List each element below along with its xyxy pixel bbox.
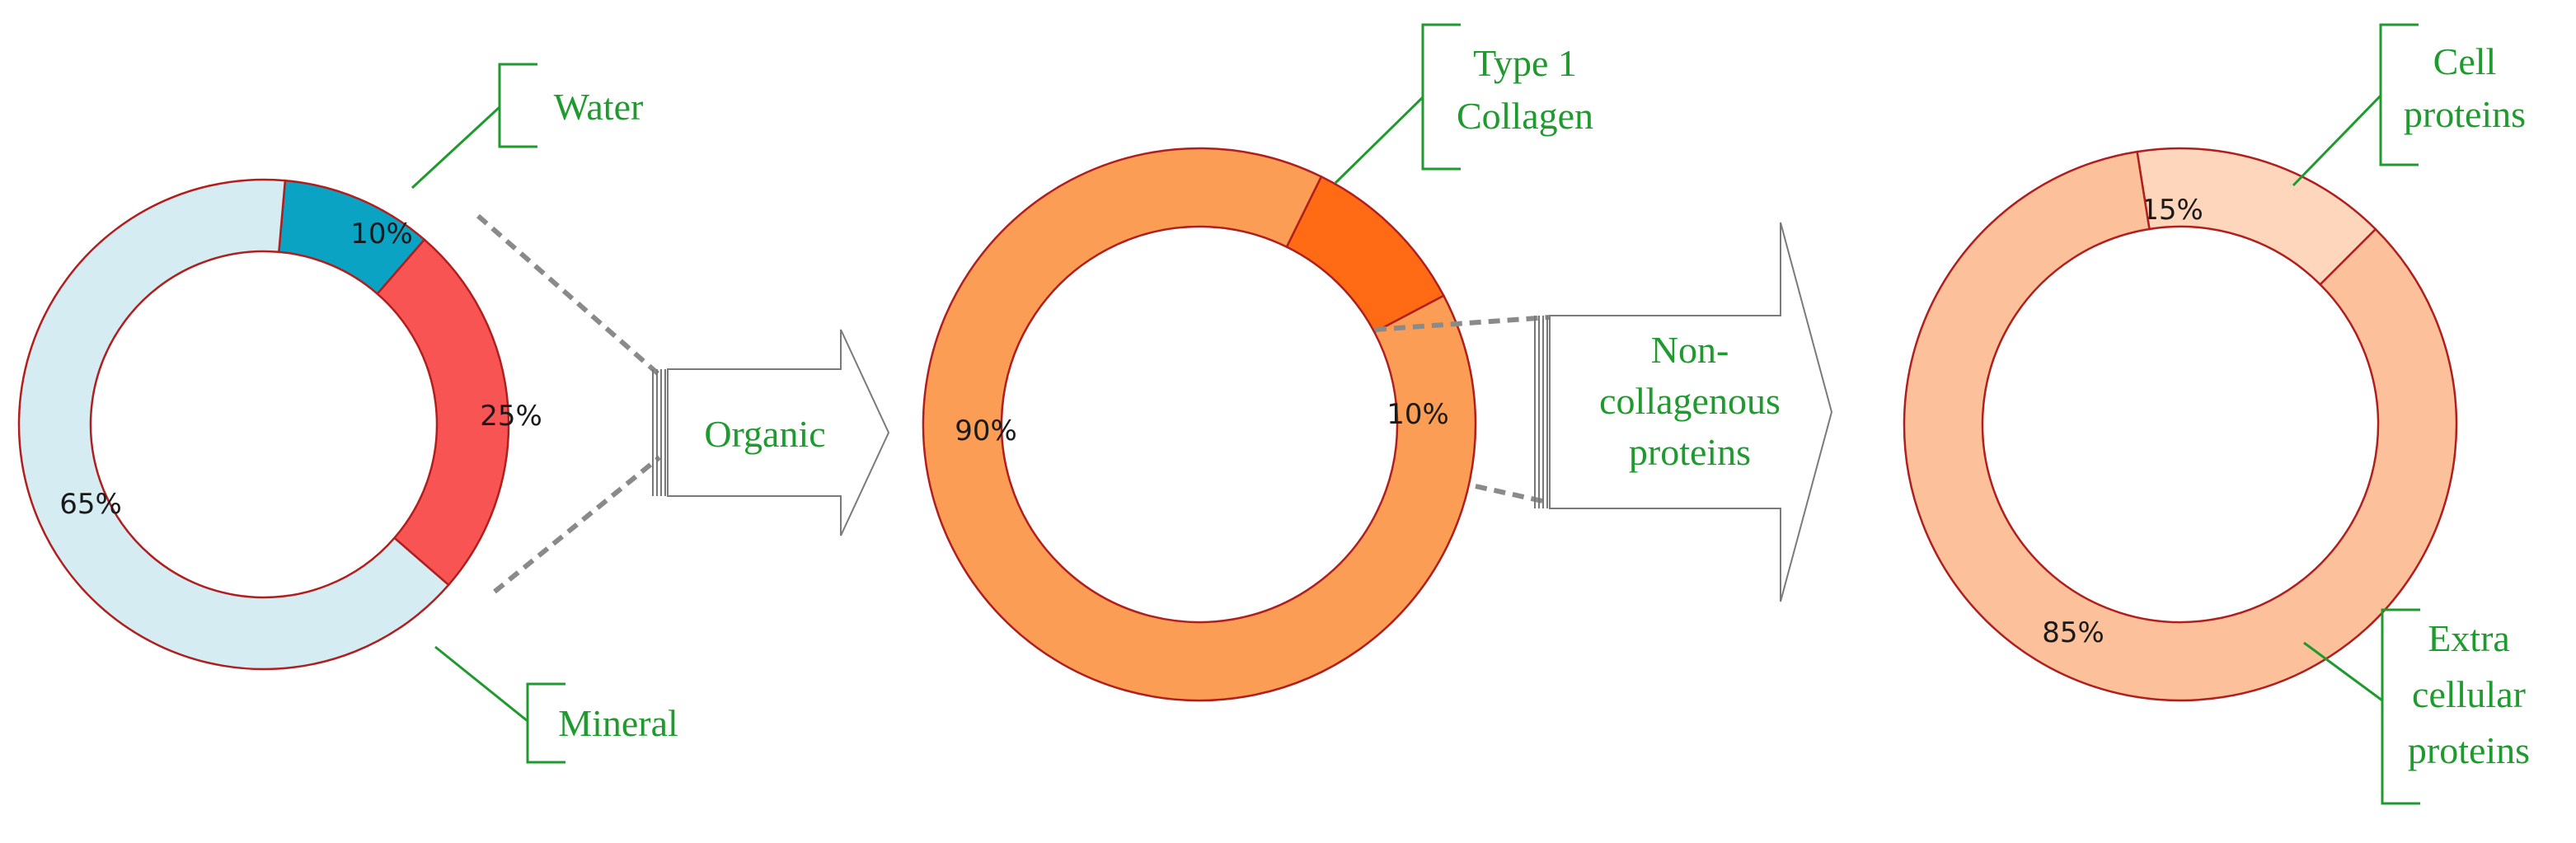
leader-line bbox=[2292, 94, 2382, 187]
percent-label-mineral: 65% bbox=[59, 488, 122, 521]
callout-bracket bbox=[526, 682, 565, 764]
connector-line-top-2 bbox=[1374, 315, 1551, 332]
segment-organic bbox=[376, 238, 510, 587]
arrow-body bbox=[667, 329, 890, 536]
percent-label-water: 10% bbox=[350, 218, 413, 251]
donut-charts: 10% 25% 65% 90% 10% 15% 85% bbox=[17, 147, 2458, 702]
callout-bracket bbox=[498, 63, 537, 148]
callout-water-text: Water bbox=[554, 86, 644, 128]
segment-mineral bbox=[17, 178, 450, 671]
leader-line bbox=[434, 645, 528, 723]
callout-mineral: Mineral bbox=[434, 645, 678, 764]
connector-line-bottom-2 bbox=[1475, 484, 1551, 505]
percent-label-type-1-collagen: 90% bbox=[955, 414, 1017, 447]
callout-bracket bbox=[1421, 23, 1461, 171]
arrow-body bbox=[1549, 222, 1833, 602]
donut-chart-1: 10% 25% 65% bbox=[17, 178, 542, 671]
callout-mineral-text: Mineral bbox=[558, 702, 678, 744]
arrow-organic: Organic bbox=[652, 329, 890, 536]
segment-non-collagenous-proteins bbox=[1285, 175, 1446, 334]
connector-line-bottom bbox=[493, 455, 661, 594]
percent-label-cell-proteins: 15% bbox=[2141, 194, 2203, 227]
leader-line bbox=[1334, 96, 1424, 185]
arrow-label-organic: Organic bbox=[704, 413, 825, 455]
connector-line-top bbox=[476, 213, 661, 377]
callout-water: Water bbox=[411, 63, 644, 190]
percent-label-extra-cellular-proteins: 85% bbox=[2042, 616, 2104, 649]
percent-label-organic: 25% bbox=[480, 400, 542, 433]
segment-extra-cellular-proteins bbox=[1903, 150, 2458, 702]
donut-chart-2: 90% 10% bbox=[922, 147, 1477, 702]
callout-bracket bbox=[2381, 608, 2420, 805]
leader-line bbox=[411, 105, 501, 190]
segment-type-1-collagen bbox=[922, 147, 1477, 702]
callout-bracket bbox=[2379, 23, 2419, 166]
donut-chart-3: 15% 85% bbox=[1903, 147, 2458, 702]
percent-label-non-collagenous-proteins: 10% bbox=[1387, 398, 1449, 431]
zoom-connectors bbox=[476, 213, 1551, 594]
leader-line bbox=[2303, 641, 2383, 702]
